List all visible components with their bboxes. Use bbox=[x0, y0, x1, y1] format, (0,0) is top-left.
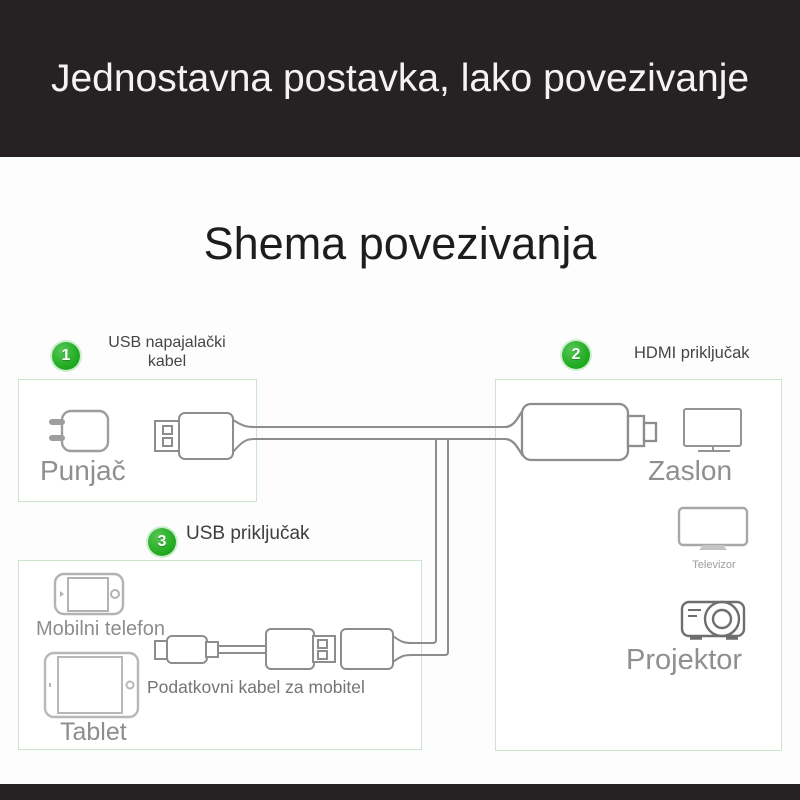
step-2-label: HDMI priključak bbox=[634, 344, 750, 362]
tablet-label: Tablet bbox=[60, 718, 127, 746]
step-1-label: USB napajalački kabel bbox=[108, 334, 226, 371]
banner-headline: Jednostavna postavka, lako povezivanje bbox=[50, 56, 750, 100]
page-title: Shema povezivanja bbox=[203, 218, 597, 269]
top-banner: Jednostavna postavka, lako povezivanje bbox=[0, 0, 800, 157]
step-2-badge: 2 bbox=[562, 341, 590, 369]
phone-label: Mobilni telefon bbox=[36, 618, 165, 640]
data-cable-label: Podatkovni kabel za mobitel bbox=[147, 677, 365, 697]
step-1-badge: 1 bbox=[52, 342, 80, 370]
screen-label: Zaslon bbox=[648, 455, 733, 486]
bottom-bar bbox=[0, 784, 800, 800]
charger-label: Punjač bbox=[40, 455, 126, 486]
step-3-label: USB priključak bbox=[186, 523, 310, 544]
projector-label: Projektor bbox=[626, 644, 743, 676]
step-3-badge: 3 bbox=[148, 528, 176, 556]
tv-label: Televizor bbox=[692, 559, 736, 571]
main-cable bbox=[254, 426, 506, 440]
